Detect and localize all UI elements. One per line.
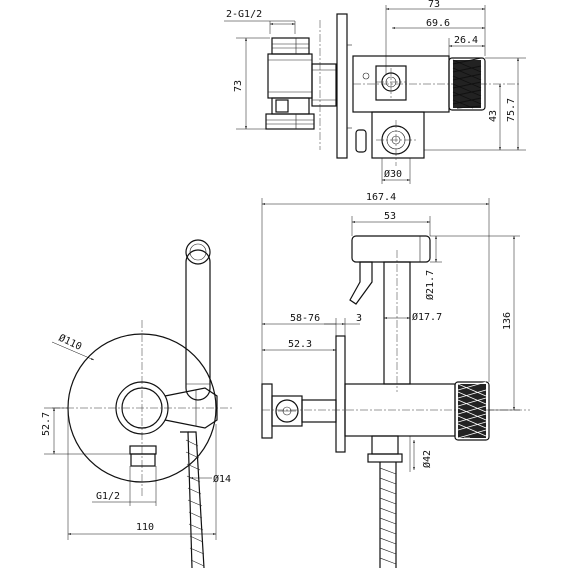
- top-dim-knob-offset: 69.6: [426, 18, 450, 29]
- top-outlet-port: [371, 111, 425, 166]
- top-neck: [311, 20, 337, 150]
- front-dimensions: Ø110 52.7 Ø14 G1/2 110: [41, 332, 231, 540]
- top-dim-port-diameter: Ø30: [384, 168, 402, 180]
- side-wall-plate: [335, 335, 346, 453]
- top-thread-label: 2-G1/2: [226, 9, 262, 20]
- side-dim-wall-to-plate: 52.3: [288, 339, 312, 350]
- side-knurled-knob: [454, 381, 490, 441]
- side-dim-total-height: 136: [502, 312, 513, 330]
- front-dim-plate-width: 110: [136, 522, 154, 533]
- side-dim-handle-length: 53: [384, 211, 396, 222]
- front-hose: [180, 431, 205, 568]
- top-dim-width: 73: [428, 0, 440, 10]
- side-dimensions: 167.4 53 136 Ø21.7 Ø17.7 58-76: [261, 192, 520, 472]
- side-trigger-lever: [349, 261, 373, 305]
- front-outlet-nut: [129, 445, 157, 467]
- side-dim-knob-diameter: Ø42: [421, 450, 433, 468]
- side-inlet-valve: [261, 383, 337, 439]
- front-spray-handle: [185, 239, 211, 401]
- top-valve-body: [265, 37, 315, 130]
- front-thread-label: G1/2: [96, 491, 120, 502]
- front-holder-arm: [164, 387, 218, 429]
- side-hose: [379, 462, 397, 568]
- front-view: Ø110 52.7 Ø14 G1/2 110: [41, 239, 232, 568]
- side-view: 167.4 53 136 Ø21.7 Ø17.7 58-76: [261, 192, 530, 568]
- side-spray-head: [349, 235, 431, 305]
- side-dim-total-length: 167.4: [366, 192, 396, 203]
- top-dimensions: 2-G1/2 73 69.6 26.4 73 75.7: [224, 0, 526, 184]
- top-view: 2-G1/2 73 69.6 26.4 73 75.7: [224, 0, 526, 184]
- top-knurled-knob: [448, 57, 486, 111]
- side-dim-pipe-diameter: Ø17.7: [412, 311, 442, 323]
- top-dim-offset: 43: [488, 110, 499, 122]
- side-dim-wall-range: 58-76: [290, 313, 320, 324]
- side-holder-pipe: [383, 250, 411, 392]
- top-dim-height: 73: [233, 80, 244, 92]
- top-wall-plate: [336, 13, 352, 159]
- top-dim-knob-width: 26.4: [454, 35, 478, 46]
- front-dim-center-height: 52.7: [41, 412, 52, 436]
- side-dim-handle-diameter: Ø21.7: [424, 270, 436, 300]
- side-outlet-nut: [367, 435, 403, 463]
- top-mixer-body: [352, 55, 520, 153]
- front-dim-hose-diameter: Ø14: [213, 473, 231, 485]
- top-dim-outer-height: 75.7: [506, 98, 517, 122]
- side-dim-plate-thickness: 3: [356, 313, 362, 324]
- front-hub: [115, 381, 169, 435]
